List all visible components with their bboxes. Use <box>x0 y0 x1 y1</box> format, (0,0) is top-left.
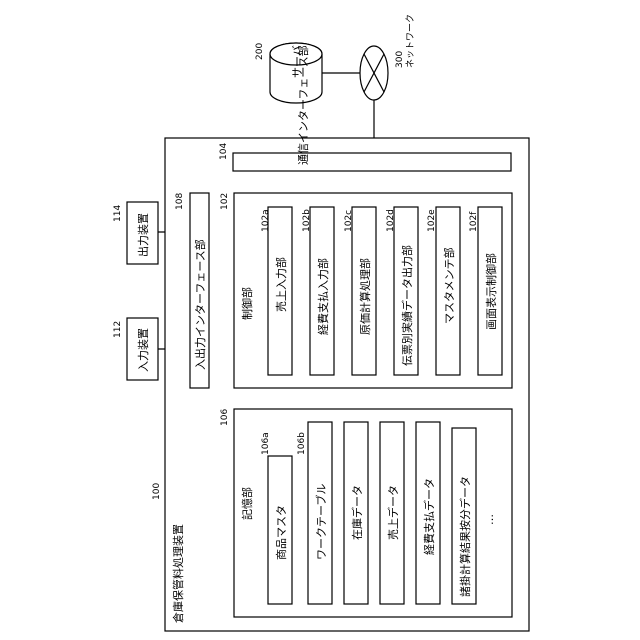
network-ref: 300 <box>395 51 405 68</box>
storage-item-label: ワークテーブル <box>314 484 328 560</box>
control-item-label: マスタメンテ部 <box>442 247 456 324</box>
io-interface-label: 入出力インターフェース部 <box>193 239 207 370</box>
storage-item-ref: 106b <box>297 432 307 455</box>
output-device-label: 出力装置 <box>136 213 150 257</box>
control-item-label: 伝票別実績データ出力部 <box>400 245 414 366</box>
control-item-ref: 102c <box>344 210 354 232</box>
input-device-label: 入力装置 <box>137 328 150 372</box>
storage-item-ref: 106a <box>261 432 271 455</box>
network-label: ネットワーク <box>405 14 416 68</box>
network-node <box>360 46 388 100</box>
device-ref: 100 <box>152 483 162 500</box>
storage-item-label: 在庫データ <box>350 485 364 540</box>
storage-ellipsis: … <box>483 514 496 525</box>
control-item-label: 原価計算処理部 <box>358 258 372 335</box>
storage-unit-ref: 106 <box>220 409 230 426</box>
comm-interface-label: 通信インターフェース部 <box>296 45 310 165</box>
storage-item-label: 経費支払データ <box>422 478 436 555</box>
storage-unit-label: 記憶部 <box>240 487 254 520</box>
device-label: 倉庫保管料処理装置 <box>171 524 185 623</box>
comm-interface-ref: 104 <box>219 143 229 160</box>
input-device-ref: 112 <box>113 321 123 338</box>
storage-item-label: 諸掛計算結果按分データ <box>458 476 472 597</box>
server-cylinder: サーバ <box>270 43 322 103</box>
control-item-ref: 102a <box>261 209 271 232</box>
storage-item-label: 商品マスタ <box>274 505 288 560</box>
output-device-ref: 114 <box>113 205 123 222</box>
storage-item-label: 売上データ <box>386 485 400 540</box>
control-unit-ref: 102 <box>220 193 230 210</box>
control-item-ref: 102f <box>469 211 479 232</box>
server-ref: 200 <box>255 43 265 60</box>
comm-interface-box <box>233 153 511 171</box>
control-item-ref: 102d <box>386 209 396 232</box>
control-item-ref: 102b <box>302 209 312 232</box>
control-unit-label: 制御部 <box>240 287 254 320</box>
control-item-ref: 102e <box>427 209 437 232</box>
control-item-label: 画面表示制御部 <box>484 253 498 330</box>
io-interface-ref: 108 <box>175 193 185 210</box>
control-item-label: 経費支払入力部 <box>316 258 330 335</box>
control-item-label: 売上入力部 <box>274 257 288 312</box>
